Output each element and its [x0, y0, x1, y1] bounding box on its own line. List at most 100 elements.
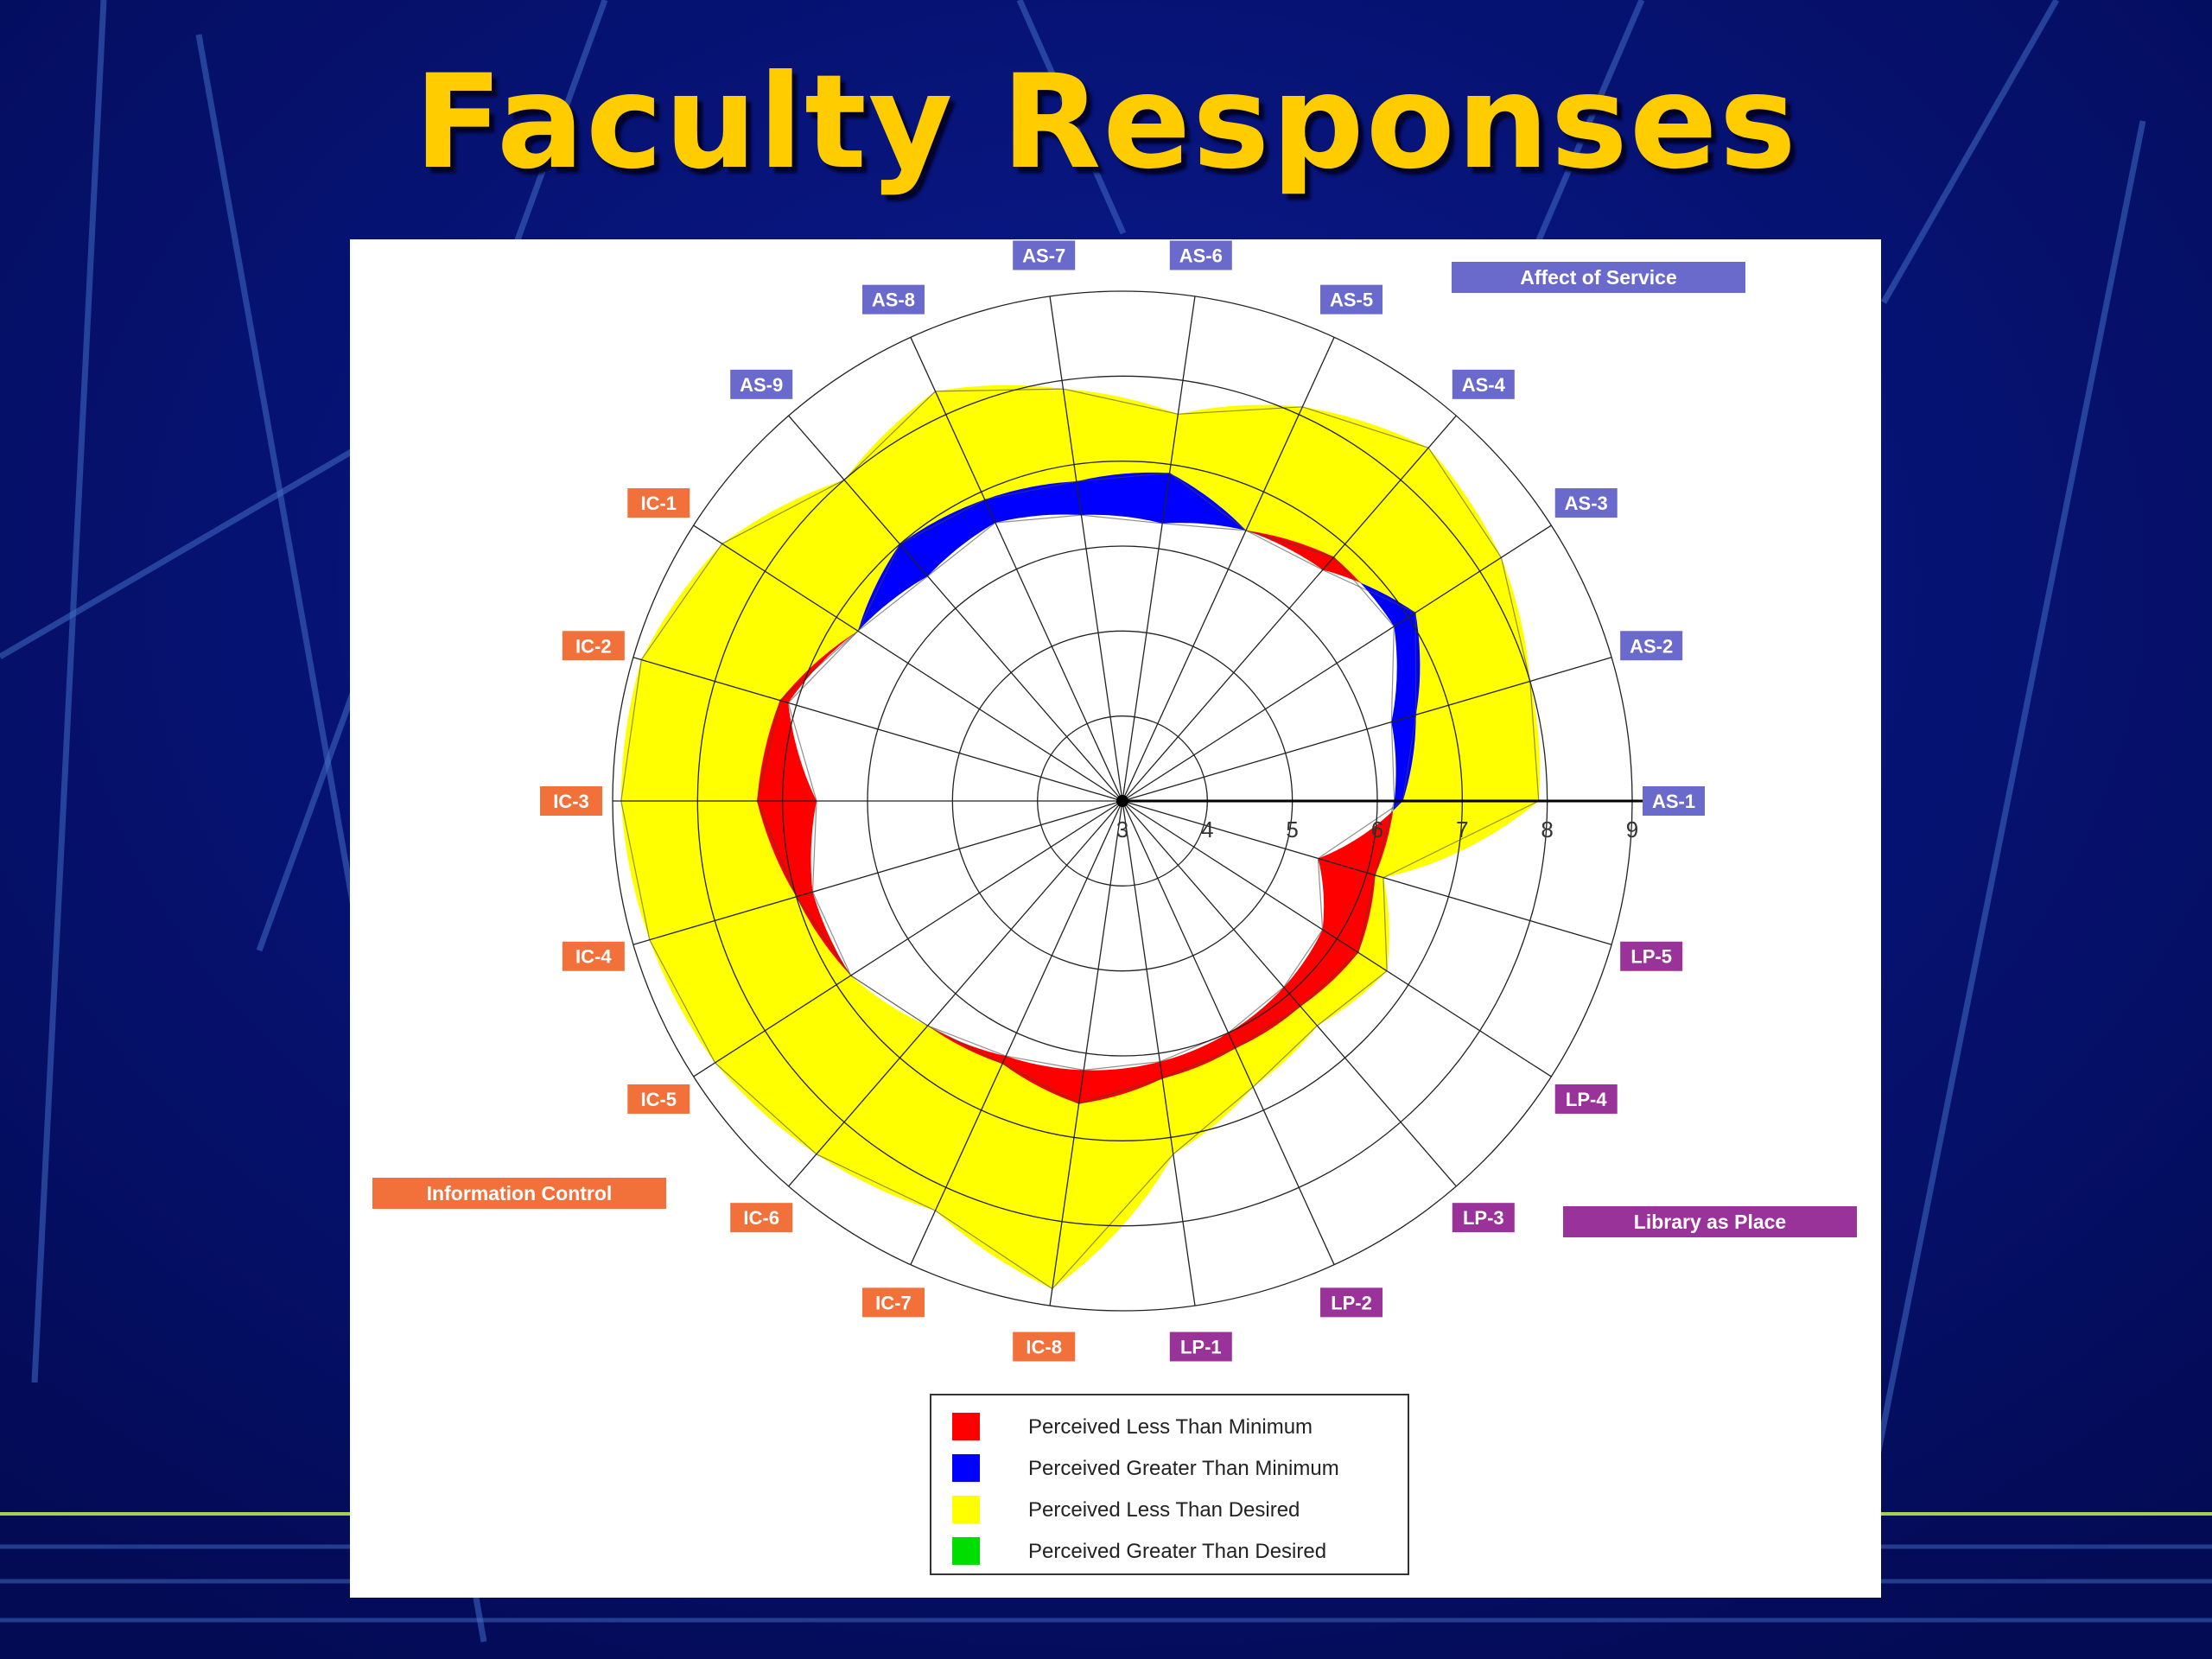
axis-label: IC-6	[743, 1207, 779, 1229]
axis-label: AS-1	[1652, 791, 1695, 812]
axis-label-box	[627, 488, 690, 518]
band-perceived-less-than-desired	[620, 801, 797, 940]
scale-tick-label: 4	[1201, 817, 1213, 842]
grid-spoke	[1049, 800, 1123, 1306]
axis-label-box	[1452, 369, 1515, 399]
scale-tick-label: 8	[1541, 817, 1553, 842]
band-perceived-less-than-minimum	[1228, 987, 1301, 1049]
band-perceived-less-than-desired	[1162, 1048, 1254, 1154]
axis-label-box	[1169, 1332, 1232, 1362]
grid-spoke	[632, 657, 1123, 802]
legend-swatch-yellow	[952, 1496, 980, 1523]
axis-label: IC-3	[553, 791, 589, 812]
band-perceived-less-than-desired	[844, 391, 985, 544]
axis-label: AS-4	[1462, 374, 1506, 396]
scale-tick-label: 7	[1456, 817, 1468, 842]
band-perceived-greater-than-minimum	[1333, 556, 1416, 626]
dimension-label-box	[1452, 262, 1745, 293]
grid-spoke	[910, 337, 1123, 802]
band-perceived-less-than-minimum	[1318, 858, 1376, 953]
axis-label: AS-7	[1022, 245, 1065, 266]
band-perceived-less-than-desired	[1063, 389, 1179, 482]
band-perceived-less-than-desired	[649, 896, 851, 1063]
grid-spoke	[788, 800, 1123, 1187]
axis-label: IC-8	[1026, 1337, 1062, 1358]
axis-label: AS-9	[740, 374, 783, 396]
axis-label: LP-3	[1463, 1207, 1504, 1229]
grid-spoke	[1122, 800, 1335, 1265]
grid-spoke	[910, 800, 1123, 1265]
band-perceived-less-than-desired	[935, 1064, 1079, 1289]
axis-label-box	[1643, 786, 1705, 816]
scale-tick-label: 9	[1626, 817, 1638, 842]
axis-label-box	[540, 786, 602, 816]
axis-label-box	[861, 1287, 925, 1318]
axis-label: AS-2	[1630, 635, 1673, 657]
dimension-label: Library as Place	[1634, 1211, 1786, 1233]
band-perceived-less-than-desired	[1169, 404, 1303, 531]
band-perceived-greater-than-minimum	[1162, 473, 1246, 531]
band-perceived-greater-than-minimum	[899, 499, 995, 576]
axis-label-box	[730, 369, 793, 399]
axis-label-box	[1620, 941, 1683, 971]
band-perceived-less-than-minimum	[757, 801, 817, 897]
axis-label-box	[1013, 1332, 1076, 1362]
axis-label: AS-8	[872, 289, 915, 311]
axis-label-box	[1169, 240, 1232, 270]
grid-spoke	[1122, 657, 1612, 802]
band-perceived-less-than-desired	[715, 976, 928, 1154]
grid-spoke	[1122, 800, 1196, 1306]
band-perceived-greater-than-minimum	[984, 481, 1082, 523]
dimension-label-box	[1563, 1206, 1857, 1237]
grid-spoke	[693, 524, 1123, 802]
axis-label: AS-3	[1565, 493, 1608, 514]
grid-spoke	[1122, 800, 1457, 1187]
band-perceived-less-than-minimum	[1246, 530, 1334, 570]
band-perceived-less-than-minimum	[1078, 1061, 1163, 1104]
grid-spoke	[1122, 337, 1335, 802]
axis-label: IC-4	[575, 946, 612, 968]
band-perceived-less-than-desired	[1246, 406, 1429, 557]
grid-spoke	[788, 415, 1123, 802]
band-perceived-less-than-desired	[721, 480, 900, 632]
legend-label: Perceived Less Than Desired	[1028, 1498, 1300, 1522]
band-perceived-less-than-desired	[641, 543, 858, 701]
grid-spoke	[693, 800, 1123, 1077]
axis-label-box	[1554, 488, 1618, 518]
axis-label-box	[627, 1084, 690, 1114]
band-perceived-less-than-minimum	[1318, 801, 1403, 875]
chart-legend: Perceived Less Than Minimum Perceived Gr…	[930, 1394, 1409, 1575]
band-perceived-less-than-desired	[620, 659, 780, 801]
axis-label-box	[562, 941, 625, 971]
band-perceived-greater-than-minimum	[1076, 472, 1170, 524]
axis-label: LP-4	[1566, 1089, 1607, 1110]
grid-spoke	[1122, 415, 1457, 802]
axis-label: LP-5	[1630, 946, 1672, 968]
axis-label: IC-7	[875, 1292, 912, 1313]
axis-label-box	[1013, 240, 1076, 270]
axis-label-box	[1554, 1084, 1618, 1114]
band-perceived-less-than-desired	[1358, 874, 1389, 971]
band-perceived-less-than-desired	[1415, 557, 1530, 715]
axis-label-box	[1320, 284, 1383, 315]
band-perceived-greater-than-minimum	[1391, 715, 1416, 801]
dimension-label-box	[372, 1178, 666, 1209]
legend-label: Perceived Greater Than Desired	[1028, 1540, 1327, 1563]
axis-label-box	[861, 284, 925, 315]
axis-label: IC-5	[640, 1089, 677, 1110]
band-perceived-greater-than-minimum	[1391, 613, 1421, 722]
axis-label: LP-1	[1180, 1337, 1222, 1358]
grid-spoke	[1122, 800, 1552, 1077]
axis-label-box	[730, 1203, 793, 1233]
grid-spoke	[1122, 524, 1552, 802]
slide-title: Faculty Responses	[414, 48, 1798, 198]
dimension-label: Information Control	[427, 1182, 613, 1205]
legend-swatch-blue	[952, 1454, 980, 1482]
axis-label: LP-2	[1331, 1292, 1372, 1313]
grid-spoke	[1122, 800, 1612, 945]
legend-label: Perceived Greater Than Minimum	[1028, 1457, 1339, 1480]
axis-label-box	[1452, 1203, 1515, 1233]
band-perceived-greater-than-minimum	[857, 543, 928, 632]
